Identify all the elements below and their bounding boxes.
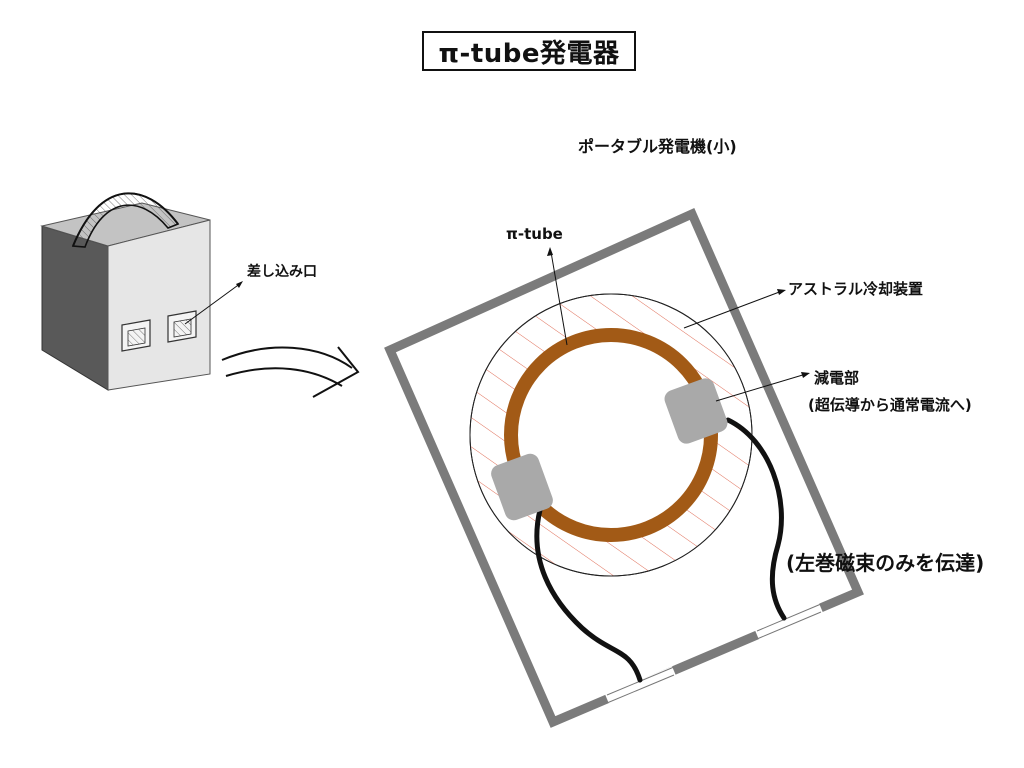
reduction-unit-left bbox=[491, 453, 553, 521]
generator-frame bbox=[384, 208, 864, 728]
cube-left-face bbox=[41, 225, 109, 391]
generator-cross-section bbox=[384, 208, 864, 728]
outlet-label: 差し込み口 bbox=[247, 264, 317, 280]
reduction-pointer bbox=[715, 373, 807, 402]
flux-note-label: (左巻磁束のみを伝達) bbox=[786, 551, 985, 575]
page-title: π-tube発電器 bbox=[438, 38, 620, 69]
outlet-right bbox=[167, 310, 197, 343]
reduction-unit-label: 減電部 bbox=[814, 369, 860, 387]
outlet-pointer bbox=[184, 282, 242, 325]
portable-generator-cube bbox=[40, 192, 243, 391]
cube-front-face bbox=[107, 219, 211, 391]
subtitle: ポータブル発電機(小) bbox=[578, 137, 737, 156]
outlet-left bbox=[121, 319, 151, 352]
cooling-pointer bbox=[683, 290, 783, 329]
pi-tube-label: π-tube bbox=[506, 225, 563, 243]
wire-right bbox=[725, 417, 787, 621]
terminal-gaps bbox=[605, 603, 823, 704]
curved-arrow-icon bbox=[221, 346, 360, 398]
title-box: π-tube発電器 bbox=[422, 31, 636, 71]
reduction-unit-right bbox=[664, 378, 728, 444]
wire-left bbox=[534, 507, 643, 683]
pi-tube-pointer bbox=[550, 251, 568, 346]
reduction-note-label: (超伝導から通常電流へ) bbox=[808, 396, 972, 414]
astral-cooling-label: アストラル冷却装置 bbox=[788, 280, 924, 298]
